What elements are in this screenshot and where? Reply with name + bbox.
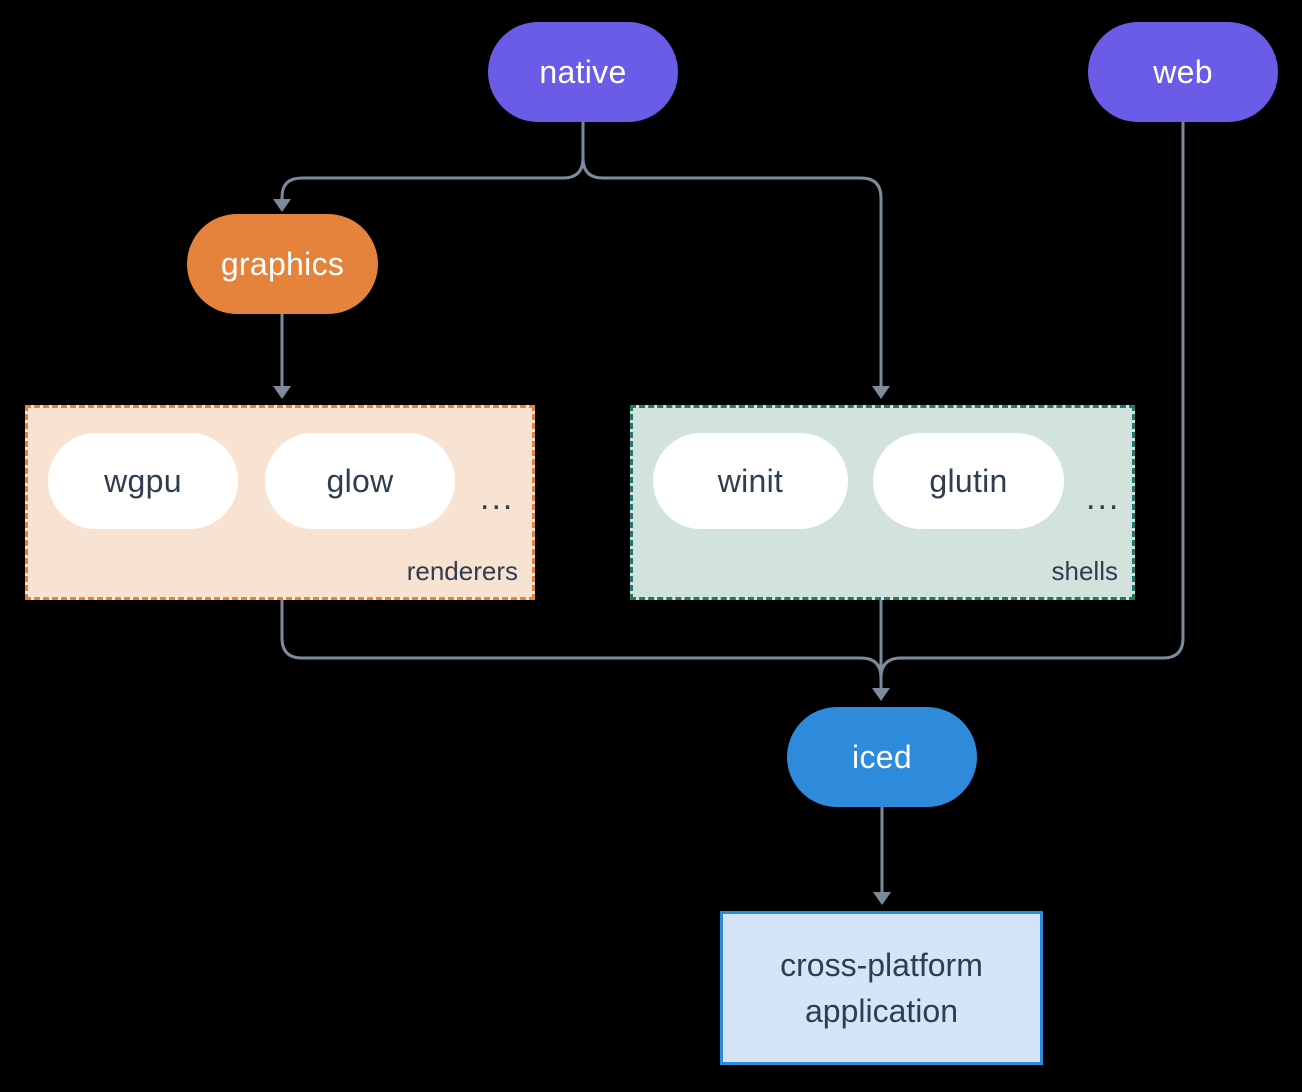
node-cross-platform-application: cross-platform application xyxy=(720,911,1043,1065)
edge-native-to-graphics xyxy=(280,157,585,199)
renderers-group-label: renderers xyxy=(406,556,518,586)
arrowhead-app xyxy=(873,892,891,905)
node-native: native xyxy=(488,22,678,122)
node-graphics: graphics xyxy=(187,214,378,314)
node-glow: glow xyxy=(265,433,455,529)
arrowhead-iced xyxy=(872,688,890,701)
node-iced: iced xyxy=(787,707,977,807)
renderers-ellipsis: ... xyxy=(480,478,515,517)
shells-ellipsis: ... xyxy=(1086,478,1121,517)
shells-group-box: winit glutin ... shells xyxy=(630,405,1135,600)
shells-group-label: shells xyxy=(1051,556,1118,586)
edge-renderers-to-merge xyxy=(280,600,883,679)
node-winit: winit xyxy=(653,433,848,529)
edge-native-to-shells xyxy=(581,157,883,386)
arrowhead-shells xyxy=(872,386,890,399)
edge-web-to-merge xyxy=(879,122,1185,679)
arrowhead-renderers xyxy=(273,386,291,399)
node-glutin: glutin xyxy=(873,433,1064,529)
node-wgpu: wgpu xyxy=(48,433,238,529)
renderers-group-box: wgpu glow ... renderers xyxy=(25,405,535,600)
cross-platform-application-label: cross-platform application xyxy=(780,947,983,1029)
node-web: web xyxy=(1088,22,1278,122)
arrowhead-graphics xyxy=(273,199,291,212)
